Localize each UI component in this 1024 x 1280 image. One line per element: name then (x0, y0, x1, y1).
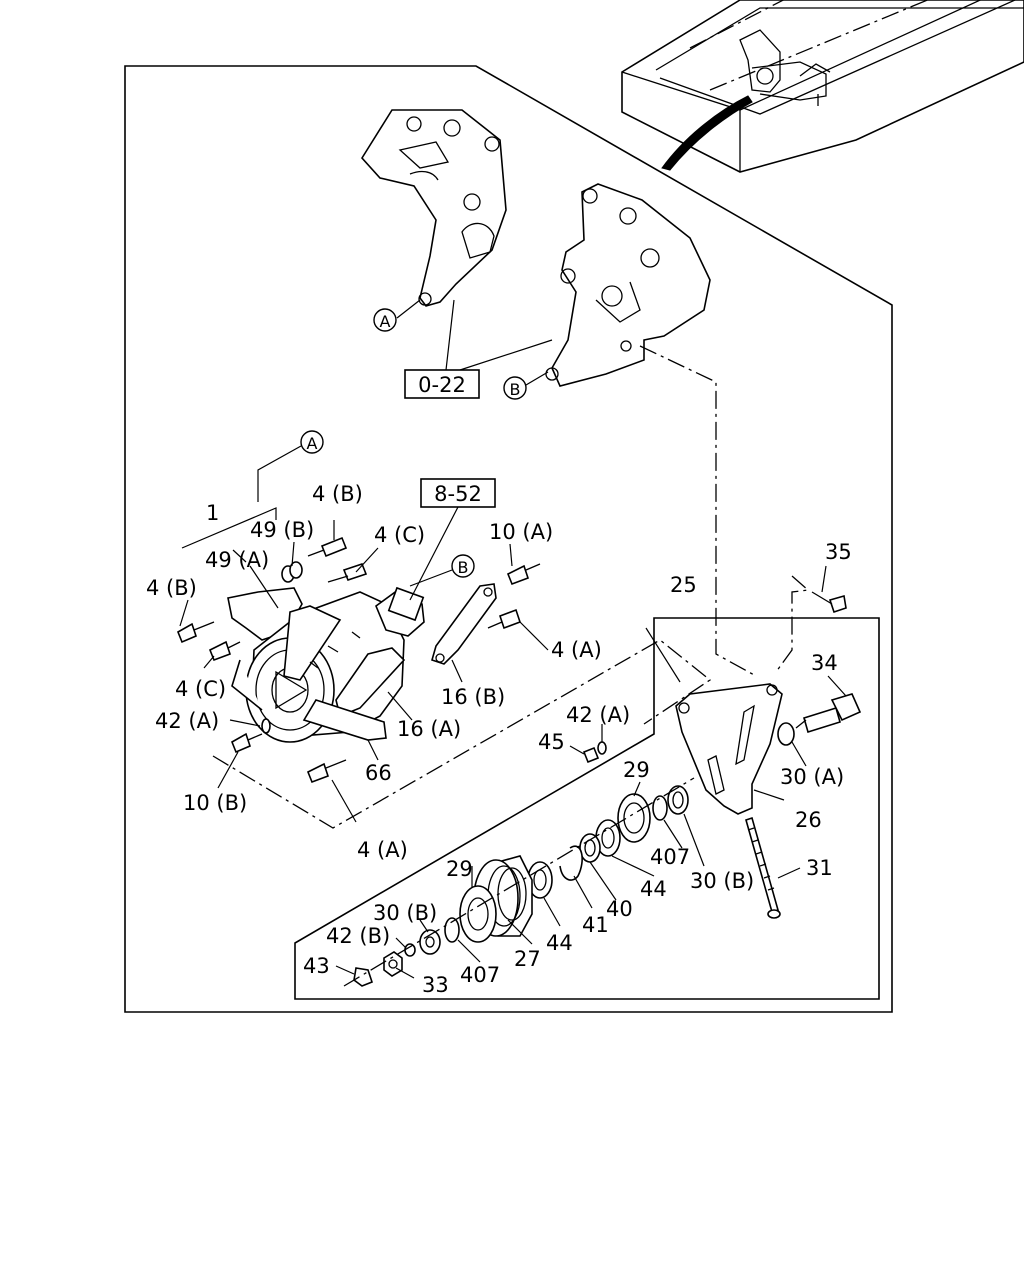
callout-29-top: 29 (623, 758, 650, 782)
bearing-44-right (595, 819, 621, 857)
marker-upper-b (503, 376, 527, 400)
ring-407-right (652, 795, 668, 821)
callout-30a: 30 (A) (780, 765, 844, 789)
marker-left-a (300, 430, 324, 454)
callout-42b: 42 (B) (326, 924, 390, 948)
engine-locator-thumbnail (621, 0, 1024, 173)
compressor-ref-box (420, 478, 496, 508)
locator-arrow (661, 95, 753, 171)
callout-30b-right: 30 (B) (690, 869, 754, 893)
callout-42a-right: 42 (A) (566, 703, 630, 727)
upper-bracket-a (361, 109, 507, 307)
washer-30b-left (419, 929, 441, 955)
marker-upper-a (373, 308, 397, 332)
callout-45: 45 (538, 730, 565, 754)
washer-42b (404, 943, 416, 957)
callout-66: 66 (365, 761, 392, 785)
bolt-10b (230, 732, 263, 754)
nut-45 (582, 746, 600, 764)
callout-10b: 10 (B) (183, 791, 247, 815)
cap-43 (353, 967, 373, 987)
callout-16b: 16 (B) (441, 685, 505, 709)
bolt-4a-right (487, 608, 522, 630)
through-bolt-31 (745, 816, 781, 919)
compressor-ref-text: 8-52 (434, 482, 482, 506)
washer-49b (281, 561, 303, 583)
compressor-assembly (227, 586, 425, 743)
callout-407-left: 407 (460, 963, 500, 987)
bracket-ref-text: 0-22 (418, 373, 466, 397)
callout-44-left: 44 (546, 931, 573, 955)
callout-407-right: 407 (650, 845, 690, 869)
callout-41: 41 (582, 913, 609, 937)
callout-4b-left: 4 (B) (146, 576, 197, 600)
callout-27: 27 (514, 947, 541, 971)
bolt-4b-left (176, 621, 215, 644)
callout-40: 40 (606, 897, 633, 921)
pulley-bracket (675, 683, 783, 815)
callout-10a: 10 (A) (489, 520, 553, 544)
callout-49a: 49 (A) (205, 548, 269, 572)
marker-upper-b-text: B (510, 380, 521, 399)
nut-42a-left (261, 718, 271, 734)
adjusting-link (431, 583, 497, 665)
callout-34: 34 (811, 651, 838, 675)
callout-4b-top: 4 (B) (312, 482, 363, 506)
bolt-35 (811, 591, 847, 614)
leader-bracket-ref (445, 299, 553, 371)
callout-4c-left: 4 (C) (175, 677, 226, 701)
upper-bracket-b (545, 183, 711, 387)
callout-16a: 16 (A) (397, 717, 461, 741)
callout-26: 26 (795, 808, 822, 832)
chain-line-pulley-axis (343, 777, 695, 987)
callout-30b-left: 30 (B) (373, 901, 437, 925)
marker-upper-a-text: A (380, 312, 391, 331)
marker-mid-b-text: B (458, 558, 469, 577)
callout-4c-top: 4 (C) (374, 523, 425, 547)
nut-33 (383, 951, 403, 977)
marker-left-a-text: A (307, 434, 318, 453)
bearing-29-top (617, 793, 651, 843)
bolt-4b-top (307, 536, 348, 558)
callout-4a-bottom: 4 (A) (357, 838, 408, 862)
adjusting-bolt-34 (795, 693, 862, 734)
callout-35: 35 (825, 540, 852, 564)
callout-31: 31 (806, 856, 833, 880)
pulley-assembly-frame (294, 617, 880, 1000)
callout-33: 33 (422, 973, 449, 997)
callout-43: 43 (303, 954, 330, 978)
marker-mid-b (451, 554, 475, 578)
callout-1: 1 (206, 501, 219, 525)
washer-30a (777, 722, 795, 746)
bearing-29-left (459, 885, 497, 943)
chain-line-compressor (212, 639, 712, 829)
callout-25: 25 (670, 573, 697, 597)
washer-42a-right (597, 741, 607, 755)
bolt-4a-bottom (306, 759, 347, 784)
bolt-4c-top (327, 563, 368, 583)
callout-4a-right: 4 (A) (551, 638, 602, 662)
callout-44-right: 44 (640, 877, 667, 901)
washer-30b-right (667, 785, 689, 815)
snap-ring-41 (559, 845, 583, 881)
callout-29-left: 29 (446, 857, 473, 881)
outer-frame (124, 65, 893, 1013)
callout-49b: 49 (B) (250, 518, 314, 542)
bolt-4c-left (208, 640, 241, 662)
bracket-ref-box (404, 369, 480, 399)
bolt-10a (506, 563, 541, 586)
callout-42a-left: 42 (A) (155, 709, 219, 733)
chain-line-bracket-b (639, 345, 757, 677)
ring-407-left (444, 917, 460, 943)
